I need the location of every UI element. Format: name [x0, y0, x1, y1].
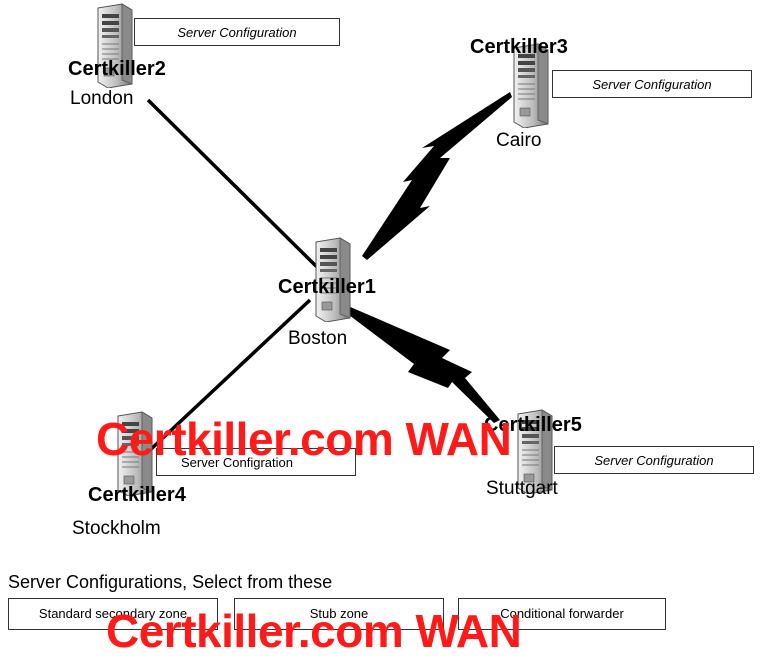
option-standard-secondary-zone[interactable]: Standard secondary zone — [8, 598, 218, 630]
config-box-certkiller5[interactable]: Server Configuration — [554, 446, 754, 474]
city-label-stuttgart: Stuttgart — [486, 478, 558, 499]
watermark-middle: Certkiller.com WAN — [96, 413, 512, 465]
config-box-certkiller4[interactable]: Server Configration — [156, 448, 356, 476]
server-name-certkiller2: Certkiller2 — [68, 58, 166, 80]
options-title: Server Configurations, Select from these — [8, 572, 333, 592]
option-stub-zone[interactable]: Stub zone — [234, 598, 444, 630]
watermark-bottom: Certkiller.com WAN — [106, 605, 522, 657]
config-box-certkiller2[interactable]: Server Configuration — [134, 18, 340, 46]
link-london-boston — [146, 98, 320, 270]
server-name-certkiller3: Certkiller3 — [470, 36, 568, 58]
city-label-london: London — [70, 88, 134, 109]
server-name-certkiller4: Certkiller4 — [88, 484, 186, 506]
wan-link-boston-cairo — [362, 92, 512, 260]
city-label-boston: Boston — [288, 328, 348, 349]
wan-link-boston-stuttgart — [345, 306, 500, 423]
server-name-certkiller5: Certkiller5 — [484, 414, 582, 436]
city-label-stockholm: Stockholm — [72, 518, 161, 539]
server-name-certkiller1: Certkiller1 — [278, 276, 376, 298]
link-boston-stockholm — [148, 298, 312, 452]
option-conditional-forwarder[interactable]: Conditional forwarder — [458, 598, 666, 630]
city-label-cairo: Cairo — [496, 130, 542, 151]
config-box-certkiller3[interactable]: Server Configuration — [552, 70, 752, 98]
